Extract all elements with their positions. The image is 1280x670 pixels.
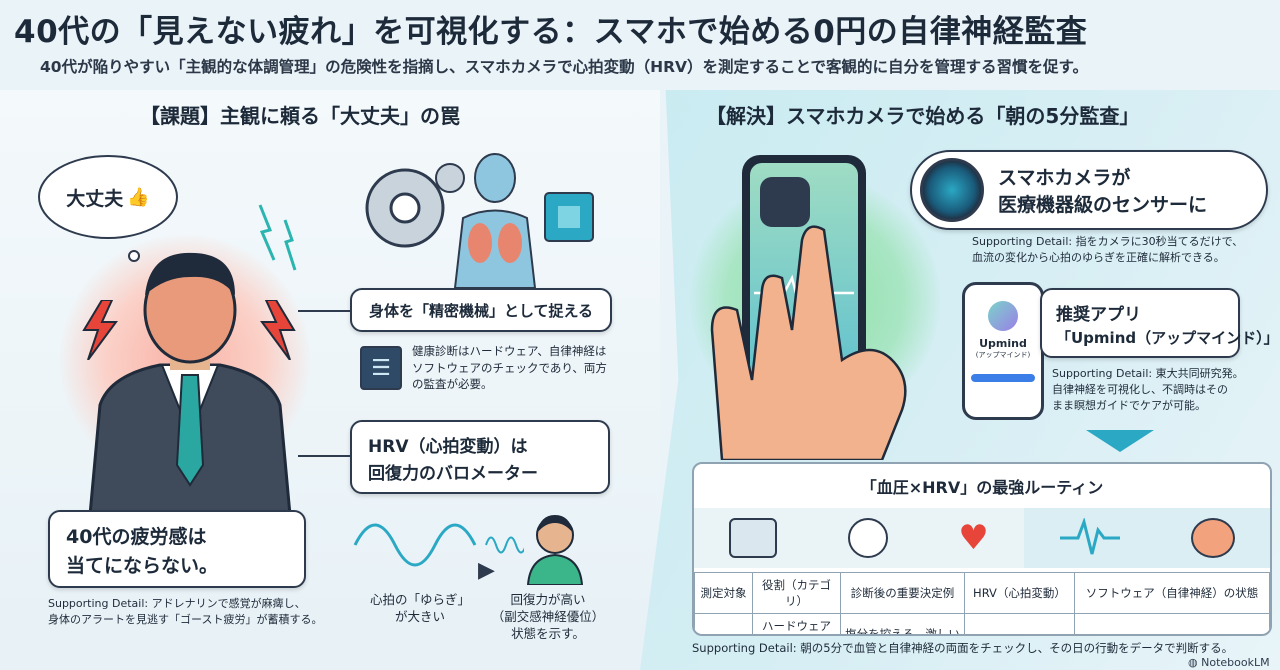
upmind-app-screenshot: Upmind (アップマインド) [962,282,1044,420]
app-detail-line2: 自律神経を可視化し、不調時はその [1052,382,1228,396]
speech-bubble: 大丈夫 👍 [38,155,178,239]
thumbs-up-icon: 👍 [127,186,150,208]
table-header-row: 測定対象 役割（カテゴリ） 診断後の重要決定例 HRV（心拍変動） ソフトウェア… [694,572,1270,614]
camera-card-line1: スマホカメラが [998,167,1131,189]
hrv-card-line2: 回復力のバロメーター [368,464,538,484]
routine-table: 測定対象 役割（カテゴリ） 診断後の重要決定例 HRV（心拍変動） ソフトウェア… [694,572,1270,634]
fatigue-detail-label: Supporting Detail: [48,597,152,610]
app-card-line1: 推奨アプリ [1056,305,1141,325]
app-detail: Supporting Detail: 東大共同研究発。 自律神経を可視化し、不調… [1052,366,1272,414]
fatigue-detail-line2: 身体のアラートを見逃す「ゴースト疲労」が蓄積する。 [48,612,323,626]
table-header-cell: 役割（カテゴリ） [752,572,841,614]
brain-icon [1190,518,1235,558]
upmind-logo-sub: (アップマインド) [975,351,1031,359]
relaxed-person-icon [526,515,584,585]
human-anatomy-icon [453,153,537,288]
brand-icon: ◍ [1188,656,1198,669]
fluctuation-caption-line2: が大きい [394,608,445,624]
body-machine-illustration [365,153,594,288]
camera-lens-icon [920,158,984,222]
recovery-caption-line3: 状態を示す。 [511,625,585,641]
blood-pressure-cuff-icon [729,518,778,558]
recovery-caption-line2: （副交感神経優位） [491,608,605,624]
fatigue-line2: 当てにならない。 [66,555,219,577]
right-section-title: 【解決】スマホカメラで始める「朝の5分監査」 [706,104,1140,128]
fatigue-card: 40代の疲労感は 当てにならない。 [48,510,306,588]
routine-footer-detail: Supporting Detail: 朝の5分で血管と自律神経の両面をチェックし… [692,641,1234,655]
hrv-wave-icon [1059,518,1120,555]
pressure-gauge-icon [847,518,888,558]
gear-icon [365,163,465,248]
upmind-logo-icon [988,301,1018,331]
app-detail-line3: まま瞑想ガイドでケアが可能。 [1052,398,1206,412]
large-heartbeat-wave-icon [353,523,477,567]
camera-detail: Supporting Detail: 指をカメラに30秒当てるだけで、 血流の変… [972,234,1272,266]
precision-machine-detail: 健康診断はハードウェア、自律神経はソフトウェアのチェックであり、両方の監査が必要… [412,344,607,392]
down-arrow-icon [1086,430,1154,452]
app-card-line2: 「Upmind（アップマインド）」 [1056,329,1279,347]
bubble-tail-dot [128,250,140,262]
hrv-group [1024,508,1270,568]
connector-line [298,310,350,312]
table-row: 血圧 ハードウェア（血管）の状態 塩分を控える、激しい運動を避ける HRV 無理… [694,613,1270,634]
table-header-cell: HRV（心拍変動） [964,572,1075,614]
hair [145,252,235,295]
tie [175,374,205,487]
fluctuation-caption: 心拍の「ゆらぎ」 が大きい [360,592,480,626]
precision-machine-text: 身体を「精密機械」として捉える [368,301,594,320]
table-header-cell: 測定対象 [694,572,753,614]
stressed-businessman-illustration [88,252,292,515]
recovery-caption: 回復力が高い （副交感神経優位） 状態を示す。 [478,592,618,643]
table-cell: 血圧 [694,613,753,634]
routine-icons-row: ♥ [694,508,1270,568]
lightning-bolt-icon [260,300,296,360]
stress-spark-icon [258,204,297,271]
hrv-card-line1: HRV（心拍変動）は [368,437,528,457]
app-detail-line1: Supporting Detail: 東大共同研究発。 [1052,367,1244,380]
table-header-cell: ソフトウェア（自律神経）の状態 [1074,572,1270,614]
table-cell: 無理な実務を回し、早めに綿痩する [1074,613,1270,634]
camera-sensor-card: スマホカメラが 医療機器級のセンサーに [910,150,1268,230]
hand-holding-phone-illustration [710,225,907,460]
page-title: 40代の「見えない疲れ」を可視化する：スマホで始める0円の自律神経監査 [14,14,1088,50]
arrow-right-icon: ▶ [478,558,495,583]
connector-line [298,455,350,457]
page-subtitle: 40代が陥りやすい「主観的な体調管理」の危険性を指摘し、スマホカメラで心拍変動（… [40,58,1088,76]
table-cell: ハードウェア（血管）の状態 [752,613,841,634]
xray-icon: ☰ [360,346,402,390]
small-heartbeat-wave-icon [485,536,524,554]
routine-title: 「血圧×HRV」の最強ルーティン [860,478,1104,497]
fatigue-detail: Supporting Detail: アドレナリンで感覚が麻痺し、 身体のアラー… [48,596,338,628]
camera-card-line2: 医療機器級のセンサーに [998,194,1208,216]
blood-pressure-group: ♥ [694,508,1024,568]
brand-text: NotebookLM [1201,656,1270,669]
recommended-app-card: 推奨アプリ 「Upmind（アップマインド）」 [1040,288,1279,358]
notebooklm-brand: ◍ NotebookLM [1188,656,1270,669]
routine-panel: 「血圧×HRV」の最強ルーティン ♥ 測定対象 役割（カテゴリ） 診断後の重要決… [692,462,1272,636]
camera-detail-line1: Supporting Detail: 指をカメラに30秒当てるだけで、 [972,235,1244,248]
camera-detail-line2: 血流の変化から心拍のゆらぎを正確に解析できる。 [972,250,1225,264]
upmind-logo-text: Upmind [979,337,1027,350]
camera-module-icon [760,177,810,227]
table-header-cell: 診断後の重要決定例 [840,572,965,614]
precision-machine-card: 身体を「精密機械」として捉える [350,288,612,332]
fluctuation-caption-line1: 心拍の「ゆらぎ」 [369,592,470,607]
heart-icon: ♥ [958,518,989,558]
hrv-barometer-card: HRV（心拍変動）は 回復力のバロメーター [350,420,610,494]
app-progress-bar [971,374,1035,382]
fatigue-line1: 40代の疲労感は [66,526,207,548]
recovery-caption-line1: 回復力が高い [510,592,586,607]
left-section-title: 【課題】主観に頼る「大丈夫」の罠 [140,104,460,128]
fatigue-detail-line1: アドレナリンで感覚が麻痺し、 [151,597,306,610]
table-cell: HRV [964,613,1075,634]
table-cell: 塩分を控える、激しい運動を避ける [840,613,965,634]
bubble-text: 大丈夫 [66,187,124,210]
microchip-icon [544,192,594,242]
lightning-bolt-icon [82,300,118,360]
